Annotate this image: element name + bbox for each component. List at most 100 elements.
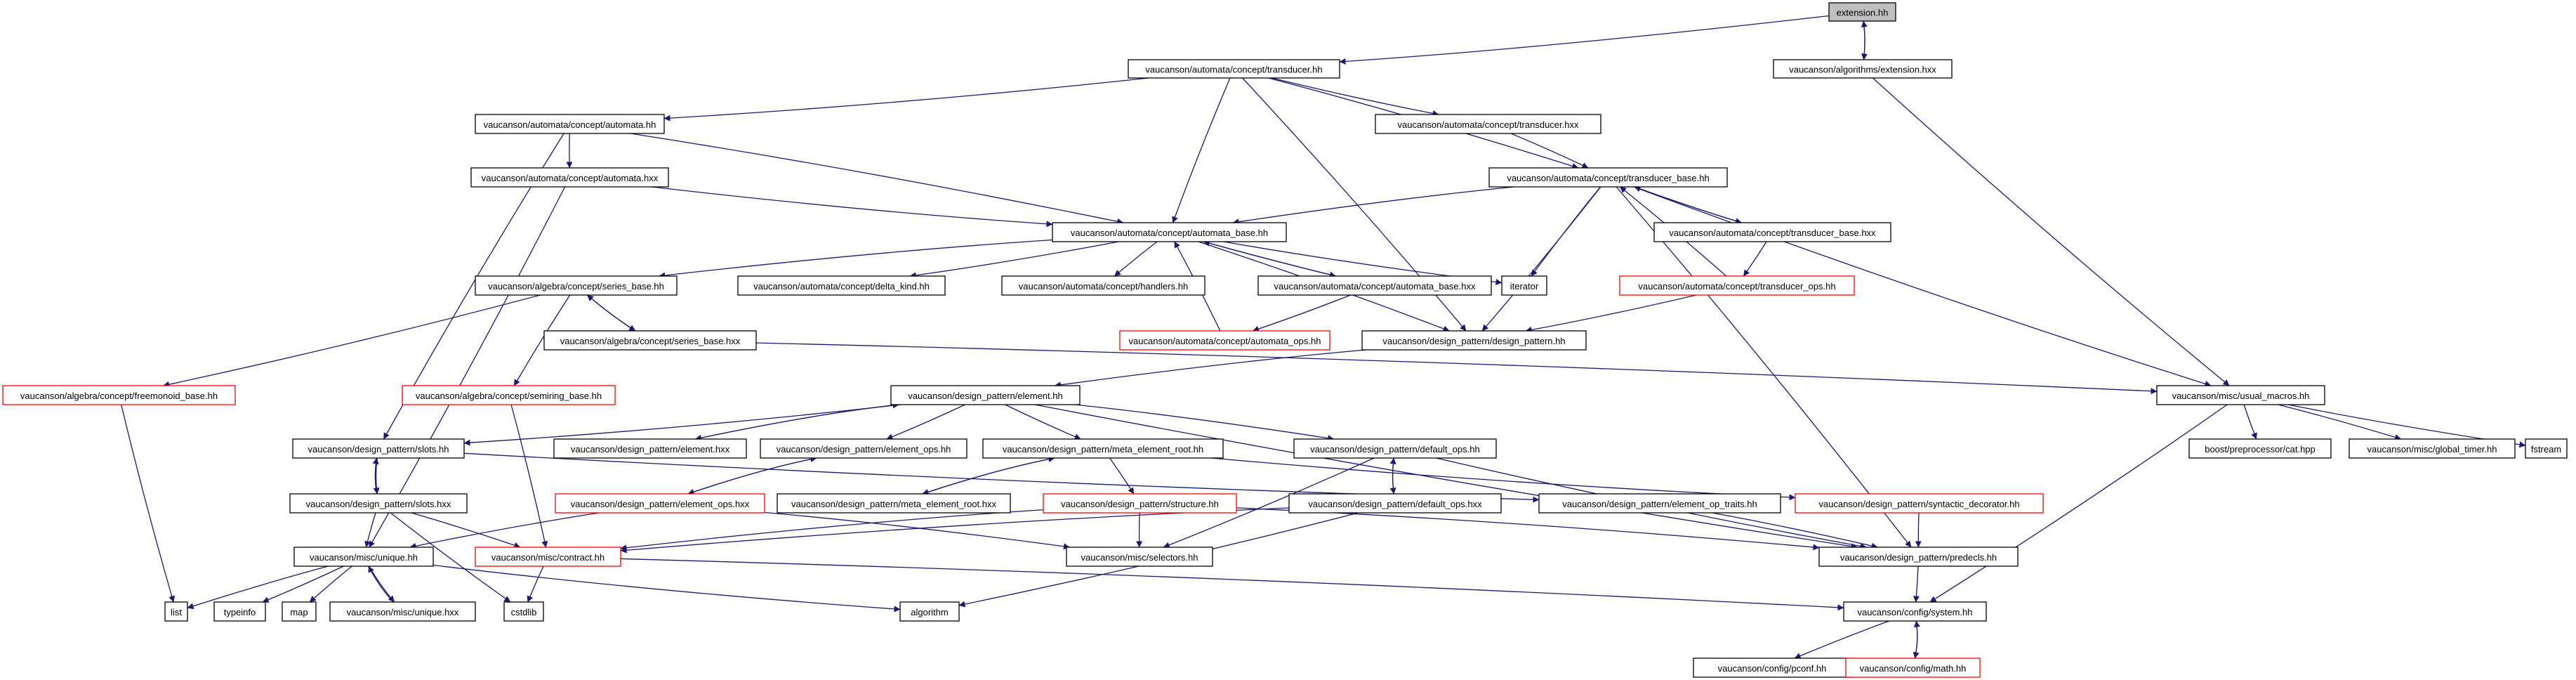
node-box bbox=[402, 385, 616, 405]
node-box bbox=[1293, 438, 1497, 459]
edge-system-hh-to-pconf-hh bbox=[1794, 620, 1889, 659]
edge-default-ops-hxx-to-default-ops-hh bbox=[1389, 457, 1396, 495]
node-label: boost/preprocessor/cat.hpp bbox=[2205, 444, 2316, 455]
node-element-hxx[interactable]: vaucanson/design_pattern/element.hxx bbox=[553, 438, 747, 459]
node-contract-hh[interactable]: vaucanson/misc/contract.hh bbox=[475, 547, 621, 567]
edge-unique-hh-to-list bbox=[187, 565, 329, 610]
edge-syntactic-decorator-hh-to-predecls-hh bbox=[1915, 512, 1922, 548]
node-series-base-hh[interactable]: vaucanson/algebra/concept/series_base.hh bbox=[475, 275, 678, 296]
node-automata-ops-hh[interactable]: vaucanson/automata/concept/automata_ops.… bbox=[1119, 330, 1330, 351]
node-label: vaucanson/misc/unique.hh bbox=[310, 552, 418, 563]
node-default-ops-hh[interactable]: vaucanson/design_pattern/default_ops.hh bbox=[1293, 438, 1497, 459]
node-box bbox=[543, 330, 757, 351]
node-transducer-hxx[interactable]: vaucanson/automata/concept/transducer.hx… bbox=[1375, 114, 1601, 134]
edge-automata-base-hxx-to-automata-base-hh bbox=[1203, 240, 1336, 277]
node-pconf-hh: vaucanson/config/pconf.hh bbox=[1693, 658, 1851, 678]
node-meta-element-root-hxx[interactable]: vaucanson/design_pattern/meta_element_ro… bbox=[777, 493, 1011, 514]
node-label: vaucanson/config/math.hh bbox=[1860, 663, 1967, 674]
edge-transducer-hh-to-transducer-hxx bbox=[1272, 77, 1439, 117]
node-structure-hh[interactable]: vaucanson/design_pattern/structure.hh bbox=[1043, 493, 1237, 514]
edge-transducer-base-hxx-to-transducer-ops-hh bbox=[1743, 241, 1767, 277]
node-box bbox=[1052, 222, 1287, 242]
edge-contract-hh-to-cstdlib bbox=[527, 565, 544, 603]
node-alg-extension-hxx[interactable]: vaucanson/algorithms/extension.hxx bbox=[1773, 59, 1953, 79]
node-box bbox=[2188, 438, 2332, 459]
node-label: vaucanson/design_pattern/design_pattern.… bbox=[1382, 336, 1565, 346]
node-semiring-base-hh[interactable]: vaucanson/algebra/concept/semiring_base.… bbox=[402, 385, 616, 405]
node-label: cstdlib bbox=[511, 607, 537, 617]
edge-series-base-hxx-to-series-base-hh bbox=[586, 294, 636, 332]
node-box bbox=[475, 275, 678, 296]
node-label: vaucanson/design_pattern/element.hxx bbox=[571, 444, 730, 455]
node-unique-hxx[interactable]: vaucanson/misc/unique.hxx bbox=[329, 601, 476, 622]
node-transducer-ops-hh[interactable]: vaucanson/automata/concept/transducer_op… bbox=[1619, 275, 1855, 296]
node-delta-kind-hh[interactable]: vaucanson/automata/concept/delta_kind.hh bbox=[737, 275, 946, 296]
node-element-op-traits-hh[interactable]: vaucanson/design_pattern/element_op_trai… bbox=[1538, 493, 1781, 514]
node-label: vaucanson/automata/concept/automata_base… bbox=[1274, 281, 1476, 292]
node-label: vaucanson/misc/contract.hh bbox=[491, 552, 605, 563]
node-box bbox=[1818, 547, 2019, 567]
node-label: algorithm bbox=[911, 607, 948, 617]
node-math-hh[interactable]: vaucanson/config/math.hh bbox=[1845, 658, 1981, 678]
node-box bbox=[282, 601, 317, 622]
edge-element-ops-hxx-to-unique-hh bbox=[409, 512, 600, 549]
node-global-timer-hh[interactable]: vaucanson/misc/global_timer.hh bbox=[2349, 438, 2516, 459]
node-call-hpp: boost/preprocessor/cat.hpp bbox=[2188, 438, 2332, 459]
edge-transducer-base-hh-to-usual-macros-hh bbox=[1633, 186, 2212, 387]
node-automata-hh[interactable]: vaucanson/automata/concept/automata.hh bbox=[475, 114, 665, 134]
node-transducer-base-hxx[interactable]: vaucanson/automata/concept/transducer_ba… bbox=[1653, 222, 1891, 242]
node-default-ops-hxx[interactable]: vaucanson/design_pattern/default_ops.hxx bbox=[1288, 493, 1502, 514]
node-usual-macros-hh[interactable]: vaucanson/misc/usual_macros.hh bbox=[2156, 385, 2325, 405]
edge-meta-element-root-hh-to-meta-element-root-hxx bbox=[922, 457, 1055, 495]
node-transducer-hh[interactable]: vaucanson/automata/concept/transducer.hh bbox=[1128, 59, 1340, 79]
edge-series-base-hh-to-freemonoid-base-hh bbox=[163, 294, 541, 388]
node-system-hh[interactable]: vaucanson/config/system.hh bbox=[1843, 601, 1987, 622]
node-box bbox=[1845, 658, 1981, 678]
node-extension-hh[interactable]: extension.hh bbox=[1828, 2, 1896, 22]
node-slots-hxx[interactable]: vaucanson/design_pattern/slots.hxx bbox=[289, 493, 468, 514]
node-box bbox=[475, 114, 665, 134]
node-label: vaucanson/design_pattern/default_ops.hh bbox=[1310, 444, 1479, 455]
node-box bbox=[293, 547, 434, 567]
node-label: fstream bbox=[2531, 444, 2561, 455]
node-label: vaucanson/algebra/concept/series_base.hh bbox=[488, 281, 664, 292]
node-automata-base-hxx[interactable]: vaucanson/automata/concept/automata_base… bbox=[1257, 275, 1492, 296]
node-slots-hh[interactable]: vaucanson/design_pattern/slots.hh bbox=[292, 438, 465, 459]
node-box bbox=[1773, 59, 1953, 79]
node-freemonoid-base-hh[interactable]: vaucanson/algebra/concept/freemonoid_bas… bbox=[2, 385, 236, 405]
edge-element-ops-hh-to-element-ops-hxx bbox=[687, 457, 817, 495]
node-automata-base-hh[interactable]: vaucanson/automata/concept/automata_base… bbox=[1052, 222, 1287, 242]
node-cstdlib: cstdlib bbox=[503, 601, 544, 622]
node-iterator: iterator bbox=[1501, 275, 1547, 296]
node-selectors-hh[interactable]: vaucanson/misc/selectors.hh bbox=[1066, 547, 1213, 567]
node-series-base-hxx[interactable]: vaucanson/algebra/concept/series_base.hx… bbox=[543, 330, 757, 351]
node-element-ops-hxx[interactable]: vaucanson/design_pattern/element_ops.hxx bbox=[555, 493, 765, 514]
node-label: vaucanson/algebra/concept/freemonoid_bas… bbox=[20, 391, 218, 401]
node-box bbox=[1361, 330, 1587, 351]
edge-structure-hh-to-contract-hh bbox=[620, 509, 1044, 551]
node-box bbox=[2349, 438, 2516, 459]
node-element-ops-hh[interactable]: vaucanson/design_pattern/element_ops.hh bbox=[760, 438, 967, 459]
node-meta-element-root-hh[interactable]: vaucanson/design_pattern/meta_element_ro… bbox=[982, 438, 1224, 459]
node-label: vaucanson/automata/concept/transducer.hh bbox=[1145, 65, 1322, 75]
node-design-pattern-hh[interactable]: vaucanson/design_pattern/design_pattern.… bbox=[1361, 330, 1587, 351]
node-unique-hh[interactable]: vaucanson/misc/unique.hh bbox=[293, 547, 434, 567]
node-label: vaucanson/design_pattern/element_ops.hh bbox=[777, 444, 951, 455]
edge-transducer-base-hxx-to-transducer-base-hh bbox=[1634, 185, 1742, 223]
edge-meta-element-root-hxx-to-meta-element-root-hh bbox=[922, 456, 1055, 495]
node-syntactic-decorator-hh[interactable]: vaucanson/design_pattern/syntactic_decor… bbox=[1795, 493, 2044, 514]
edge-predecls-hh-to-system-hh bbox=[1913, 565, 1920, 603]
node-automata-hxx[interactable]: vaucanson/automata/concept/automata.hxx bbox=[470, 167, 669, 188]
node-box bbox=[475, 547, 621, 567]
node-label: vaucanson/misc/global_timer.hh bbox=[2367, 444, 2497, 455]
edge-automata-base-hxx-to-automata-ops-hh bbox=[1252, 294, 1351, 332]
node-box bbox=[899, 601, 960, 622]
node-box bbox=[1375, 114, 1601, 134]
edge-contract-hh-to-system-hh bbox=[620, 558, 1844, 611]
node-transducer-base-hh[interactable]: vaucanson/automata/concept/transducer_ba… bbox=[1488, 167, 1728, 188]
node-box bbox=[1653, 222, 1891, 242]
node-label: vaucanson/misc/usual_macros.hh bbox=[2172, 391, 2310, 401]
node-element-hh[interactable]: vaucanson/design_pattern/element.hh bbox=[890, 385, 1081, 405]
node-predecls-hh[interactable]: vaucanson/design_pattern/predecls.hh bbox=[1818, 547, 2019, 567]
